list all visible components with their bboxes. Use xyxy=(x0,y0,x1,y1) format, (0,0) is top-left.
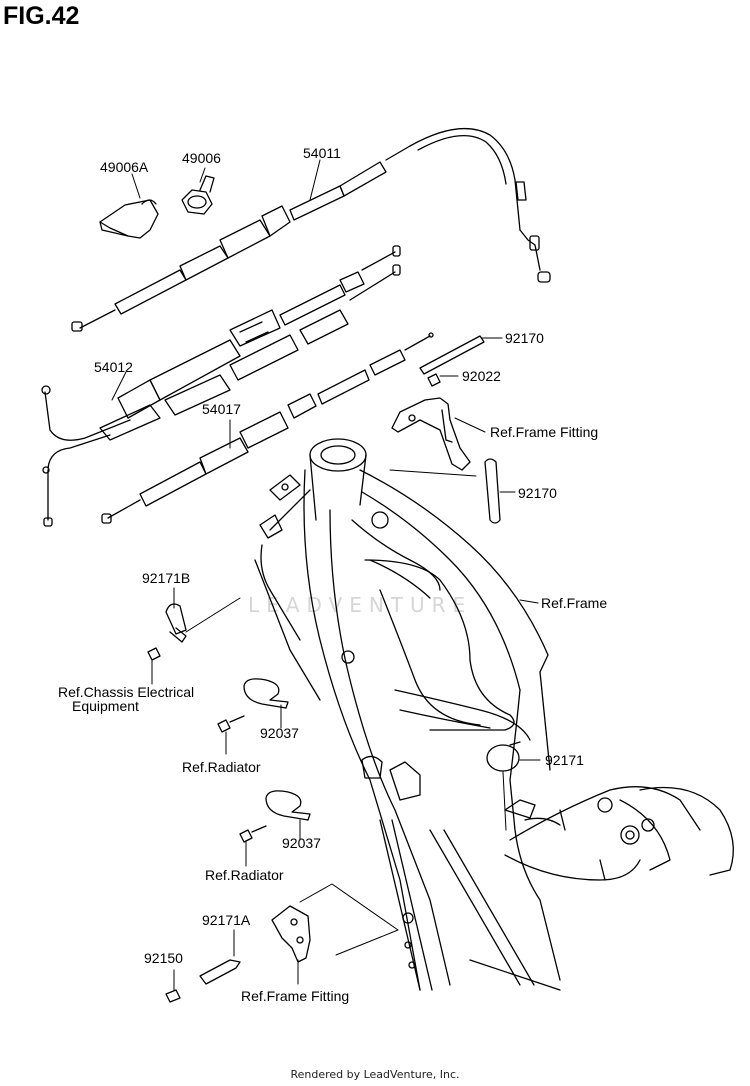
label-92037-lower: 92037 xyxy=(282,835,321,851)
cable-54017-drawing xyxy=(101,332,434,524)
clamp-92037-upper-drawing xyxy=(243,678,289,709)
bolt-radiator-lower-drawing xyxy=(239,825,267,843)
label-ref-frame-fitting-upper: Ref.Frame Fitting xyxy=(490,424,598,440)
figure-title: FIG.42 xyxy=(3,2,80,30)
label-ref-frame: Ref.Frame xyxy=(541,595,607,611)
label-92150: 92150 xyxy=(144,950,183,966)
footer-credit: Rendered by LeadVenture, Inc. xyxy=(290,1068,460,1081)
bolt-92150-drawing xyxy=(165,989,181,1003)
label-92171B: 92171B xyxy=(142,570,190,586)
label-ref-radiator-lower: Ref.Radiator xyxy=(205,867,284,883)
clamp-92171B-drawing xyxy=(165,603,187,643)
cable-54012-drawing xyxy=(41,245,401,527)
bolt-chassis-drawing xyxy=(147,647,161,661)
band-92171-drawing xyxy=(486,741,521,772)
frame-drawing xyxy=(254,438,734,991)
label-ref-radiator-upper: Ref.Radiator xyxy=(182,759,261,775)
label-54011: 54011 xyxy=(303,145,341,161)
band-92170-lower-drawing xyxy=(484,458,501,524)
bolt-radiator-upper-drawing xyxy=(217,715,245,733)
label-92171: 92171 xyxy=(545,752,584,768)
label-ref-frame-fitting-lower: Ref.Frame Fitting xyxy=(241,988,349,1004)
leader-lines xyxy=(111,159,541,991)
frame-fitting-upper-drawing xyxy=(391,397,471,471)
band-92171A-drawing xyxy=(199,959,241,985)
label-92022: 92022 xyxy=(462,368,501,384)
label-ref-chassis-line1: Ref.Chassis Electrical xyxy=(58,684,194,700)
label-ref-chassis-line2: Equipment xyxy=(72,698,139,714)
bracket-92170-upper-drawing xyxy=(419,335,485,375)
label-92037-upper: 92037 xyxy=(260,725,299,741)
label-54017: 54017 xyxy=(202,401,241,417)
frame-fitting-lower-drawing xyxy=(271,905,311,963)
part-49006-drawing xyxy=(181,175,215,215)
label-92171A: 92171A xyxy=(202,912,251,928)
watermark-text: LEADVENTURE xyxy=(248,593,472,617)
label-92170-upper: 92170 xyxy=(505,330,544,346)
label-49006: 49006 xyxy=(182,150,221,166)
clamp-92037-lower-drawing xyxy=(265,790,311,821)
label-54012: 54012 xyxy=(94,359,133,375)
label-92170-lower: 92170 xyxy=(518,485,557,501)
clip-92022-drawing xyxy=(427,373,441,387)
label-49006A: 49006A xyxy=(100,159,149,175)
cable-54011-drawing xyxy=(71,127,551,332)
part-49006A-drawing xyxy=(99,199,159,239)
